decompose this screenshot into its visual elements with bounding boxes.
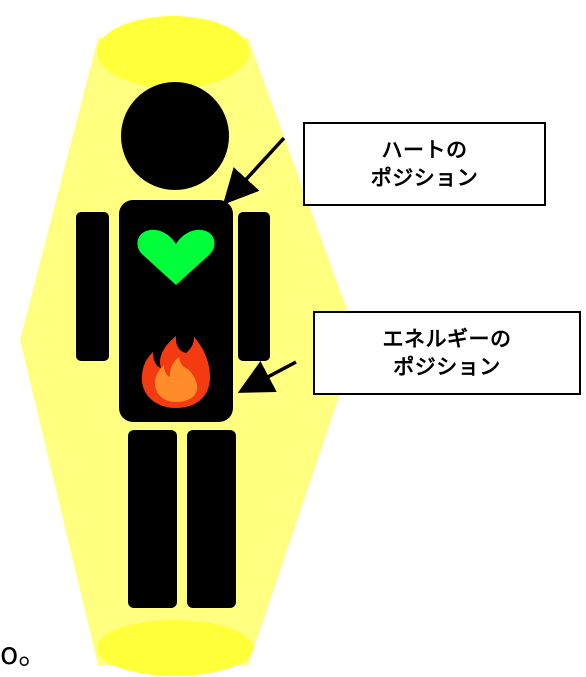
heart-pointer-arrow (222, 136, 286, 205)
figure-head (121, 82, 229, 190)
energy-label-line-1: エネルギーの (382, 327, 512, 351)
aura-bottom-cap (97, 620, 253, 676)
energy-pointer-arrow (237, 360, 297, 393)
flame-icon (141, 336, 210, 408)
footer-text-fragment: o。 (0, 637, 49, 672)
heart-label-line-1: ハートの (381, 138, 468, 162)
figure-right-arm (238, 212, 270, 361)
heart-position-label-box: ハートの ポジション (303, 122, 546, 206)
figure-right-leg (187, 430, 236, 608)
figure-left-arm (76, 212, 109, 361)
heart-icon (137, 229, 215, 285)
heart-label-line-2: ポジション (370, 166, 479, 190)
aura-top-cap (97, 16, 249, 88)
energy-label-line-2: ポジション (393, 355, 501, 379)
figure-left-leg (128, 430, 177, 608)
energy-position-label-box: エネルギーの ポジション (313, 311, 581, 395)
